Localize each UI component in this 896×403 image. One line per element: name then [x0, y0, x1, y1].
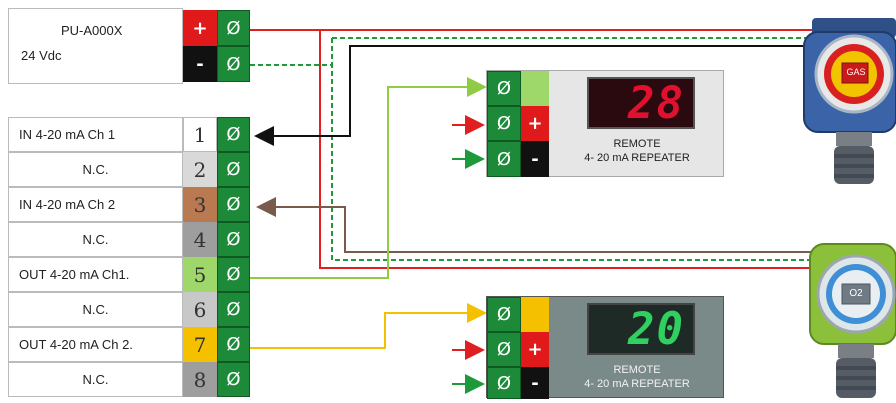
channel-terminal: Ø: [217, 222, 250, 257]
channel-label: N.C.: [8, 222, 183, 257]
screw-icon: Ø: [496, 339, 512, 360]
remote-repeater-2: Ø Ø Ø + - 20 REMOTE 4- 20 mA REPEATER: [486, 296, 725, 399]
led-display: 28: [587, 77, 695, 129]
channel-terminal: Ø: [217, 117, 250, 152]
repeater-terminal: Ø: [487, 332, 521, 367]
channel-terminal: Ø: [217, 292, 250, 327]
channel-label: N.C.: [8, 152, 183, 187]
minus-sign: -: [531, 372, 539, 394]
screw-icon: Ø: [226, 264, 241, 285]
channel-label: IN 4-20 mA Ch 1: [8, 117, 183, 152]
plus-terminal-tag: +: [521, 106, 549, 141]
channel-label: N.C.: [8, 292, 183, 327]
plus-sign: +: [527, 339, 543, 360]
o2-detector-graphic: [809, 243, 896, 398]
terminal-screw-minus: Ø: [217, 46, 250, 82]
remote-repeater-1: Ø Ø Ø + - 28 REMOTE 4- 20 mA REPEATER: [486, 70, 724, 177]
power-model: PU-A000X: [61, 23, 123, 38]
repeater-title: REMOTE 4- 20 mA REPEATER: [549, 363, 725, 391]
plus-sign: +: [192, 17, 208, 39]
channel-number: 2: [183, 152, 217, 187]
gas-detector-graphic: [803, 18, 896, 184]
screw-icon: Ø: [496, 148, 512, 170]
channel-number: 8: [183, 362, 217, 397]
screw-icon: Ø: [496, 78, 512, 99]
screw-icon: Ø: [226, 159, 241, 180]
repeater-title: REMOTE 4- 20 mA REPEATER: [549, 137, 725, 165]
channel-terminal-block: IN 4-20 mA Ch 1 1 Ø N.C. 2 Ø IN 4-20 mA …: [8, 117, 253, 399]
signal-terminal-tag: [521, 297, 549, 332]
display-value: 28: [628, 77, 685, 129]
minus-sign: -: [196, 53, 204, 75]
gas-label: GAS: [846, 67, 866, 77]
channel-label: OUT 4-20 mA Ch 2.: [8, 327, 183, 362]
repeater-line1: REMOTE: [613, 138, 661, 150]
screw-icon: Ø: [226, 53, 241, 75]
wire-ch5-out: [250, 77, 487, 279]
screw-icon: Ø: [496, 304, 512, 325]
screw-icon: Ø: [226, 17, 241, 39]
power-minus-terminal: -: [183, 46, 217, 82]
display-value: 20: [628, 303, 685, 355]
channel-terminal: Ø: [217, 257, 250, 292]
o2-detector: O2: [804, 240, 896, 398]
gas-detector: GAS: [800, 18, 896, 188]
screw-icon: Ø: [226, 334, 241, 355]
signal-terminal-tag: [521, 71, 549, 106]
power-plus-terminal: +: [183, 10, 217, 46]
plus-terminal-tag: +: [521, 332, 549, 367]
wire-positive: [250, 29, 840, 269]
repeater-terminal: Ø: [487, 71, 521, 106]
o2-label: O2: [849, 288, 863, 299]
screw-icon: Ø: [496, 372, 512, 394]
led-display: 20: [587, 303, 695, 355]
channel-number: 6: [183, 292, 217, 327]
screw-icon: Ø: [226, 194, 241, 215]
repeater-terminal: Ø: [487, 367, 521, 399]
channel-label: IN 4-20 mA Ch 2: [8, 187, 183, 222]
wire-ch7-out: [250, 303, 487, 349]
power-voltage: 24 Vdc: [21, 48, 62, 63]
channel-number: 7: [183, 327, 217, 362]
channel-label: OUT 4-20 mA Ch1.: [8, 257, 183, 292]
power-supply-box: PU-A000X 24 Vdc: [8, 8, 183, 84]
screw-icon: Ø: [496, 113, 512, 134]
wire-ch3-signal: [256, 197, 840, 253]
channel-number: 5: [183, 257, 217, 292]
minus-terminal-tag: -: [521, 367, 549, 399]
screw-icon: Ø: [226, 124, 241, 145]
repeater-line2: 4- 20 mA REPEATER: [584, 378, 690, 390]
channel-terminal: Ø: [217, 327, 250, 362]
repeater-terminal: Ø: [487, 297, 521, 332]
repeater-line1: REMOTE: [613, 364, 661, 376]
channel-terminal: Ø: [217, 152, 250, 187]
wire-ch1-signal: [254, 45, 840, 146]
channel-number: 1: [183, 117, 217, 152]
repeater-terminal: Ø: [487, 141, 521, 177]
minus-sign: -: [531, 148, 539, 170]
channel-terminal: Ø: [217, 362, 250, 397]
channel-number: 3: [183, 187, 217, 222]
wire-negative: [250, 64, 840, 261]
terminal-screw-plus: Ø: [217, 10, 250, 46]
channel-label: N.C.: [8, 362, 183, 397]
channel-terminal: Ø: [217, 187, 250, 222]
repeater-line2: 4- 20 mA REPEATER: [584, 152, 690, 164]
screw-icon: Ø: [226, 369, 241, 390]
screw-icon: Ø: [226, 229, 241, 250]
repeater-terminal: Ø: [487, 106, 521, 141]
screw-icon: Ø: [226, 299, 241, 320]
minus-terminal-tag: -: [521, 141, 549, 177]
channel-number: 4: [183, 222, 217, 257]
plus-sign: +: [527, 113, 543, 134]
